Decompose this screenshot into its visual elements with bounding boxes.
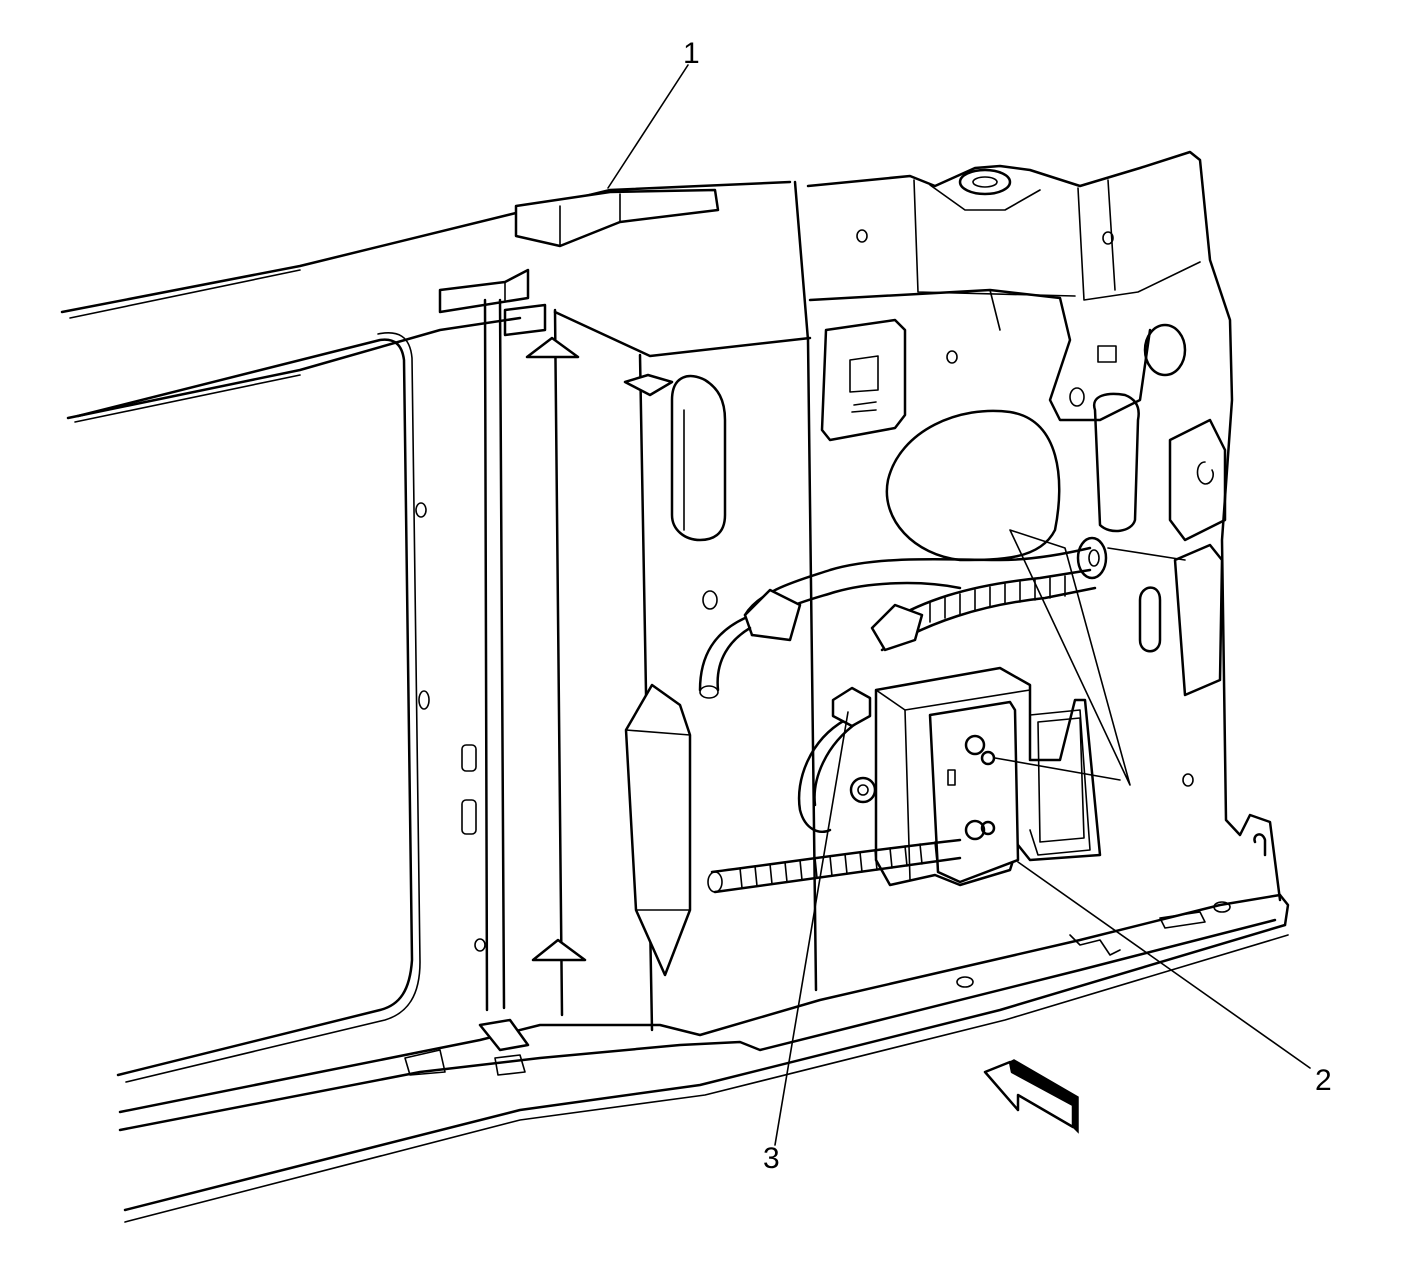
callout-label-3: 3 [763,1142,780,1175]
lower-rail [118,893,1290,1223]
side-panel [624,374,727,977]
callout-label-2: 2 [1315,1064,1332,1097]
upper-tie-bar [60,180,792,423]
wiring-harness [698,536,1186,894]
module-assembly [874,666,1121,887]
callout-leaders [607,64,1311,1146]
headlamp-bracket [806,150,1282,902]
callout-leader-1 [607,64,689,189]
grille-opening [76,332,486,1083]
callout-leader-2 [1017,861,1311,1069]
vertical-posts [483,180,818,1032]
stud-leader-arrow [1009,529,1131,786]
callout-label-1: 1 [683,37,700,70]
view-direction-arrow [983,1059,1079,1134]
callout-leader-3 [774,711,849,1146]
